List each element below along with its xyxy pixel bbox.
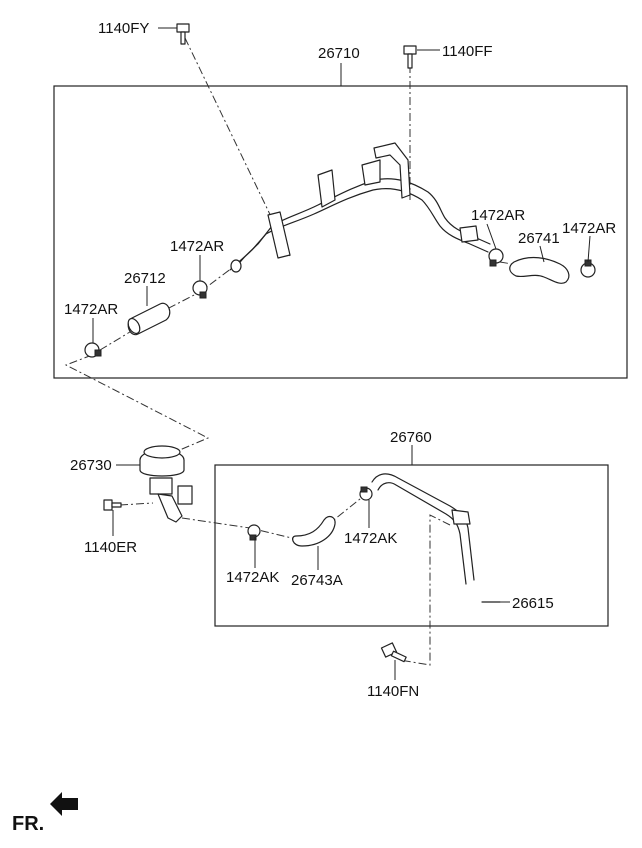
assembly-line-1140er bbox=[119, 502, 154, 506]
clamp-1472ar-far-right bbox=[580, 259, 596, 278]
leader-1472ar-far-right bbox=[587, 235, 591, 263]
hose-26743a bbox=[292, 515, 336, 547]
label-26615: 26615 bbox=[512, 595, 554, 612]
label-26743a: 26743A bbox=[291, 572, 343, 589]
hose-26712 bbox=[127, 302, 171, 336]
assembly-line-to-valve bbox=[64, 354, 210, 456]
label-1472ar-far-right: 1472AR bbox=[562, 220, 616, 237]
bolt-1140fy bbox=[176, 23, 190, 45]
label-1472ar-center: 1472AR bbox=[170, 238, 224, 255]
tube-assembly-26760 bbox=[371, 473, 475, 585]
clamp-1472ak-left bbox=[247, 524, 261, 541]
leader-1472ar-right bbox=[486, 223, 497, 250]
clamp-1472ak-right bbox=[359, 486, 373, 501]
label-26730: 26730 bbox=[70, 457, 112, 474]
label-1472ar-left: 1472AR bbox=[64, 301, 118, 318]
label-1140fn: 1140FN bbox=[367, 683, 419, 700]
label-26710: 26710 bbox=[318, 45, 360, 62]
clamp-1472ar-left bbox=[84, 342, 102, 358]
tube-assembly-26710 bbox=[229, 142, 491, 273]
label-26712: 26712 bbox=[124, 270, 166, 287]
label-26741: 26741 bbox=[518, 230, 560, 247]
front-direction-arrow-icon bbox=[50, 792, 78, 816]
hose-26741 bbox=[509, 256, 570, 284]
assembly-line-lower-hose bbox=[181, 517, 301, 541]
label-1140er: 1140ER bbox=[84, 539, 137, 556]
valve-26730 bbox=[139, 445, 193, 523]
assembly-line-1140fn bbox=[399, 514, 451, 666]
label-1472ar-right: 1472AR bbox=[471, 207, 525, 224]
label-1472ak-left: 1472AK bbox=[226, 569, 279, 586]
clamp-1472ar-right bbox=[488, 248, 504, 267]
label-1140ff: 1140FF bbox=[442, 43, 493, 60]
label-1140fy: 1140FY bbox=[98, 20, 149, 37]
leader-26741 bbox=[539, 245, 545, 263]
front-direction-label: FR. bbox=[12, 813, 44, 835]
assembly-line-right-hose bbox=[499, 261, 519, 266]
bolt-1140fn bbox=[380, 642, 407, 663]
label-1472ak-right: 1472AK bbox=[344, 530, 397, 547]
bolt-1140ff bbox=[403, 45, 417, 69]
label-26760: 26760 bbox=[390, 429, 432, 446]
bolt-1140er bbox=[103, 499, 122, 511]
clamp-1472ar-center bbox=[192, 280, 208, 299]
